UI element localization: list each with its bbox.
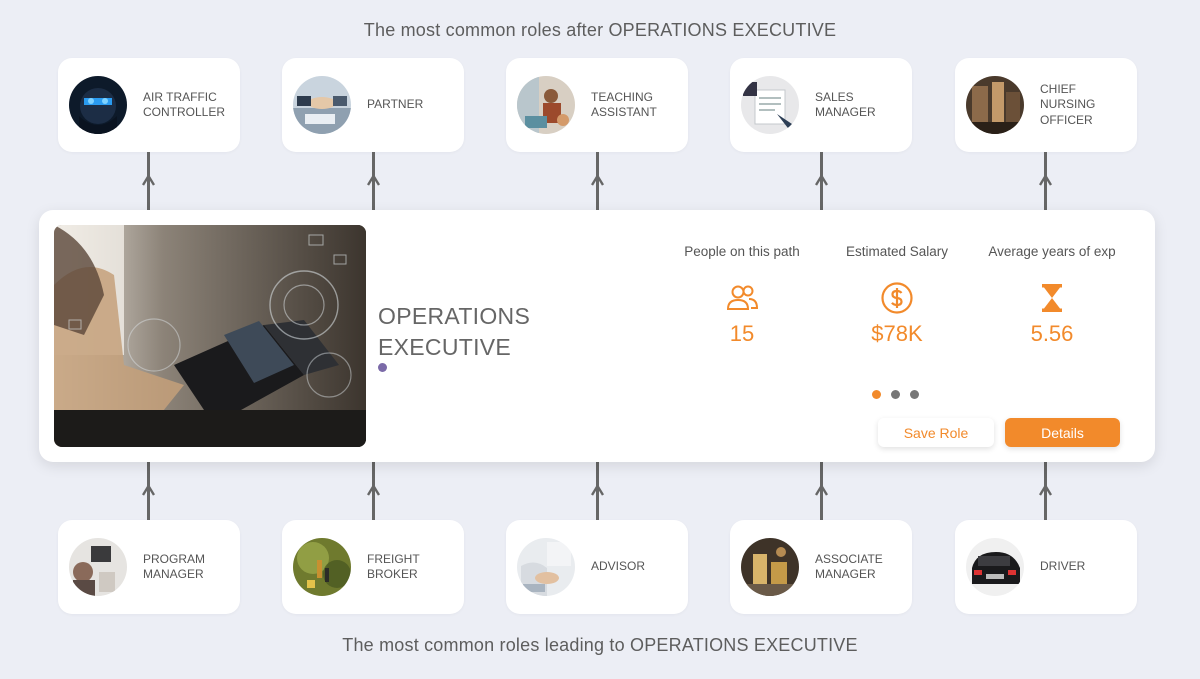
stat-label: People on this path — [684, 244, 800, 259]
hourglass-icon — [1035, 281, 1069, 315]
connector-arrow — [1039, 462, 1052, 520]
role-card-teaching-assistant[interactable]: TEACHING ASSISTANT — [506, 58, 688, 152]
role-card-partner[interactable]: PARTNER — [282, 58, 464, 152]
title-dot — [378, 363, 387, 372]
avatar — [293, 76, 351, 134]
pager-dot[interactable] — [910, 390, 919, 399]
connector-arrow — [367, 462, 380, 520]
people-icon — [725, 281, 759, 315]
connector-arrow — [591, 152, 604, 210]
bottom-heading: The most common roles leading to OPERATI… — [342, 635, 858, 655]
pager-dot-active[interactable] — [872, 390, 881, 399]
stat-value: 5.56 — [1030, 321, 1074, 346]
role-label: FREIGHT BROKER — [367, 551, 420, 582]
avatar — [966, 538, 1024, 596]
current-role-card: OPERATIONS EXECUTIVE People on this path… — [39, 210, 1155, 462]
connector-arrow — [142, 462, 155, 520]
avatar — [69, 76, 127, 134]
avatar — [741, 76, 799, 134]
role-label: PROGRAM MANAGER — [143, 551, 206, 582]
connector-arrow — [815, 152, 828, 210]
connector-arrow — [367, 152, 380, 210]
role-card-sales-manager[interactable]: SALES MANAGER — [730, 58, 912, 152]
avatar — [517, 538, 575, 596]
role-label: TEACHING ASSISTANT — [591, 89, 657, 120]
stats-pager — [872, 390, 919, 399]
avatar — [517, 76, 575, 134]
avatar — [741, 538, 799, 596]
stat-label: Estimated Salary — [845, 244, 949, 259]
connector-arrow — [815, 462, 828, 520]
stat-value: $78K — [871, 321, 923, 346]
role-card-advisor[interactable]: ADVISOR — [506, 520, 688, 614]
stat-years-exp: Average years of exp 5.56 — [977, 244, 1127, 347]
avatar — [293, 538, 351, 596]
avatar — [69, 538, 127, 596]
stat-salary: Estimated Salary $78K — [822, 244, 972, 347]
role-card-program-manager[interactable]: PROGRAM MANAGER — [58, 520, 240, 614]
role-card-chief-nursing-officer[interactable]: CHIEF NURSING OFFICER — [955, 58, 1137, 152]
role-card-driver[interactable]: DRIVER — [955, 520, 1137, 614]
save-role-button[interactable]: Save Role — [878, 418, 994, 447]
top-heading: The most common roles after OPERATIONS E… — [363, 20, 837, 40]
role-card-freight-broker[interactable]: FREIGHT BROKER — [282, 520, 464, 614]
role-label: CHIEF NURSING OFFICER — [1040, 81, 1096, 127]
connector-arrow — [1039, 152, 1052, 210]
role-label: PARTNER — [367, 97, 424, 112]
role-label: DRIVER — [1040, 559, 1086, 574]
role-card-air-traffic-controller[interactable]: AIR TRAFFIC CONTROLLER — [58, 58, 240, 152]
role-label: AIR TRAFFIC CONTROLLER — [143, 89, 226, 120]
role-label: ASSOCIATE MANAGER — [815, 551, 883, 582]
dollar-icon — [880, 281, 914, 315]
stat-value: 15 — [729, 321, 755, 346]
connector-arrow — [591, 462, 604, 520]
stat-label: Average years of exp — [988, 244, 1116, 259]
role-label: ADVISOR — [591, 559, 646, 574]
details-button[interactable]: Details — [1005, 418, 1120, 447]
role-photo — [54, 225, 366, 447]
role-card-associate-manager[interactable]: ASSOCIATE MANAGER — [730, 520, 912, 614]
avatar — [966, 76, 1024, 134]
role-title: OPERATIONS EXECUTIVE — [378, 303, 531, 360]
pager-dot[interactable] — [891, 390, 900, 399]
role-label: SALES MANAGER — [815, 89, 876, 120]
stat-people: People on this path 15 — [667, 244, 817, 347]
connector-arrow — [142, 152, 155, 210]
